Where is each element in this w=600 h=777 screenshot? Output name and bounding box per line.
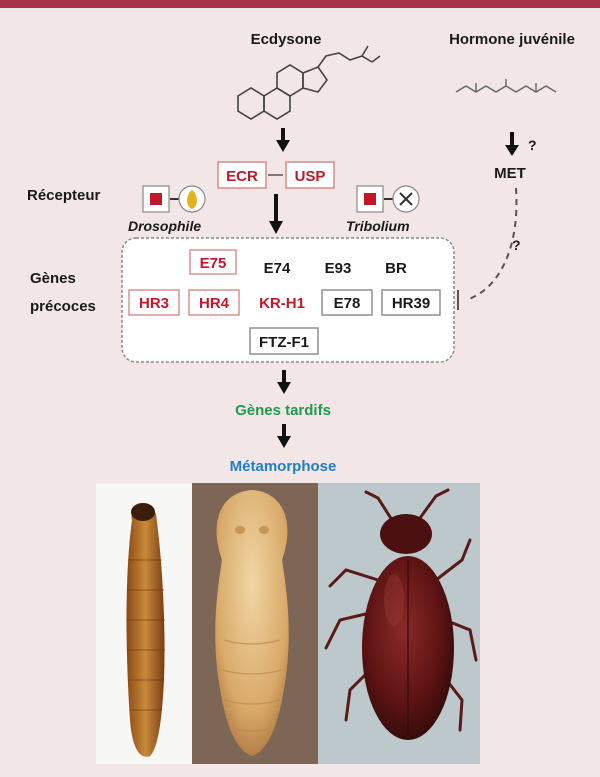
ecdysone-structure [237,45,381,120]
gene-br: BR [385,260,407,277]
e75-box [189,249,237,275]
ftz-f1-box [249,327,319,355]
gene-e78: E78 [334,295,361,312]
top-bar [0,0,600,8]
gene-hr3: HR3 [139,295,169,312]
metamorphosis-label: Métamorphose [230,458,337,475]
gene-hr4: HR4 [199,295,230,312]
usp-box [285,161,335,189]
arrow-jh-met [505,132,519,156]
gene-hr39: HR39 [392,295,430,312]
drosophila-receptor-icon [142,185,206,213]
met-inhibition-line [465,187,518,301]
hr3-box [128,289,180,316]
photo-strip [96,483,480,764]
drosophila-label: Drosophile [128,218,201,234]
met-label: MET [494,165,526,182]
juvenile-hormone-label: Hormone juvénile [449,31,575,48]
ecr-label: ECR [226,168,258,185]
arrow-early-late [277,370,291,394]
late-genes-label: Gènes tardifs [235,402,331,419]
e78-box [321,289,373,316]
larva-photo [96,483,192,764]
tribolium-label: Tribolium [346,218,410,234]
arrow-ecdysone-receptor [276,128,290,152]
tribolium-receptor-icon [356,185,420,213]
usp-label: USP [295,168,326,185]
early-genes-label-line2: précoces [30,298,96,315]
juvenile-hormone-structure [455,79,557,93]
gene-ftz-f1: FTZ-F1 [259,334,309,351]
arrow-receptor-early-genes [269,194,283,234]
gene-kr-h1: KR-H1 [259,295,305,312]
receptor-label: Récepteur [27,187,101,204]
gene-e93: E93 [325,260,352,277]
hr4-box [188,289,240,316]
gene-e74: E74 [264,260,291,277]
beetle-photo [318,483,480,764]
question-mark-met: ? [528,137,537,153]
ecr-box [217,161,267,189]
arrow-late-metamorphosis [277,424,291,448]
pupa-photo [192,483,318,764]
gene-e75: E75 [200,255,227,272]
hr39-box [381,289,441,316]
question-mark-inhibition: ? [512,237,521,253]
early-genes-label-line1: Gènes [30,270,76,287]
ecdysone-label: Ecdysone [251,31,322,48]
